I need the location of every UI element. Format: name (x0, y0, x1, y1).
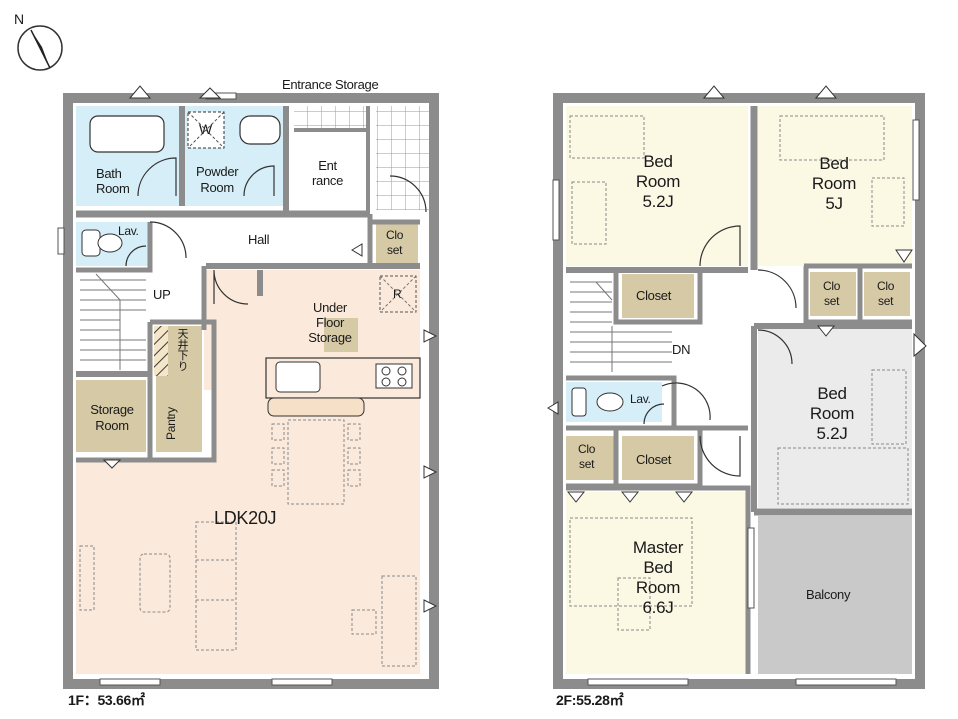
closet-small2-line1: Clo (823, 279, 841, 293)
bath-room-label: Bath Room (96, 166, 130, 196)
closet-small3-line1: Clo (877, 279, 895, 293)
bed2-label: Bed Room 5J (804, 154, 864, 214)
floor2-markers (547, 85, 927, 503)
bath-label-line1: Bath (96, 166, 122, 181)
fridge-space (379, 275, 417, 313)
floor1-markers (102, 85, 438, 613)
floor1-windows (57, 92, 333, 686)
closet-small2-label: Clo set (823, 279, 840, 309)
ldk-furniture (79, 419, 417, 667)
hall-closet-line2: set (387, 243, 403, 257)
under-floor-storage-label: Under Floor Storage (302, 300, 358, 345)
fridge-label: R (393, 287, 402, 301)
floor2-doors (643, 225, 797, 477)
floor2-stairs (570, 281, 672, 372)
bed1-line3: 5.2J (642, 192, 674, 211)
powder-label-line1: Powder (196, 164, 239, 179)
entrance-label-line2: rance (312, 173, 344, 188)
bath-label-line2: Room (96, 181, 130, 196)
toilet-bowl (97, 233, 123, 253)
bed2-line2: Room (811, 174, 857, 193)
hall-closet-line1: Clo (386, 228, 404, 242)
floor2-area-label: 2F:55.28㎡ (556, 692, 624, 708)
closet-small3-label: Clo set (877, 279, 894, 309)
storage-room-line1: Storage (90, 402, 134, 417)
under-floor-line3: Storage (308, 330, 352, 345)
ceiling-drop-hatch (154, 326, 168, 376)
hall-label: Hall (248, 232, 270, 247)
bed1-label: Bed Room 5.2J (628, 152, 688, 212)
hall-closet-label: Clo set (386, 228, 403, 258)
floor2-outer-wall (553, 93, 925, 689)
bed3-line3: 5.2J (816, 424, 848, 443)
entrance-label: Ent rance (312, 158, 343, 188)
ldk-label: LDK20J (214, 508, 277, 528)
bed1-line1: Bed (643, 152, 673, 171)
floor1-plan (57, 85, 439, 689)
compass-ring (17, 25, 63, 71)
compass: N (14, 11, 63, 71)
closet-a-label: Closet (636, 288, 672, 303)
floor2-windows (552, 119, 920, 686)
master-line4: 6.6J (642, 598, 674, 617)
bed1-line2: Room (635, 172, 681, 191)
cooktop (375, 363, 413, 389)
hall-closet-fill (376, 222, 418, 264)
master-line1: Master (632, 538, 684, 557)
washbasin (239, 115, 281, 145)
compass-letter: N (14, 11, 24, 27)
floor1-lav-label: Lav. (118, 224, 139, 238)
floor2-plan (547, 85, 927, 689)
closet-small1-label: Clo set (578, 442, 595, 472)
underfloor-hatch-fill (324, 318, 358, 352)
kitchen-bar (267, 397, 365, 417)
master-line2: Bed (643, 558, 673, 577)
closet-small3-line2: set (878, 294, 894, 308)
powder-room-label: Powder Room (196, 164, 239, 196)
bed3-line1: Bed (817, 384, 847, 403)
ceiling-drop-label: 天井下り (176, 328, 188, 371)
storage-room-fill (76, 380, 146, 452)
entrance-storage-tiles (294, 106, 368, 130)
bed3-line2: Room (809, 404, 855, 423)
entrance-label-line1: Ent (318, 158, 337, 173)
up-label: UP (153, 287, 171, 302)
powder-label-line2: Room (200, 180, 234, 195)
bed2-line3: 5J (825, 194, 843, 213)
closet-small2-line2: set (824, 294, 840, 308)
washer-label: W (199, 121, 212, 137)
floor1-outer-wall (63, 93, 439, 689)
floor2-lav-label: Lav. (630, 392, 651, 406)
entrance-storage-label: Entrance Storage (282, 77, 379, 92)
floor1-doors (125, 157, 427, 305)
floor1-stairs (80, 273, 146, 370)
floor1-area-label: 1F：53.66㎡ (68, 692, 145, 708)
toilet-tank (81, 229, 101, 257)
master-line3: Room (635, 578, 681, 597)
bed2-line1: Bed (819, 154, 849, 173)
kitchen-sink (275, 361, 321, 393)
balcony-label: Balcony (806, 587, 851, 602)
closet-b-label: Closet (636, 452, 672, 467)
master-bedroom-label: Master Bed Room 6.6J (620, 538, 696, 618)
ldk-fill (76, 270, 420, 674)
under-floor-line1: Under (313, 300, 347, 315)
closet-small1-line2: set (579, 457, 595, 471)
floor2-furniture (569, 115, 909, 631)
bathtub (89, 115, 165, 153)
pantry-label: Pantry (164, 407, 178, 440)
storage-room-label: Storage Room (82, 402, 142, 434)
storage-room-line2: Room (95, 418, 129, 433)
under-floor-line2: Floor (315, 315, 345, 330)
bed3-label: Bed Room 5.2J (802, 384, 862, 444)
closet-small1-line1: Clo (578, 442, 596, 456)
dn-label: DN (672, 342, 691, 357)
